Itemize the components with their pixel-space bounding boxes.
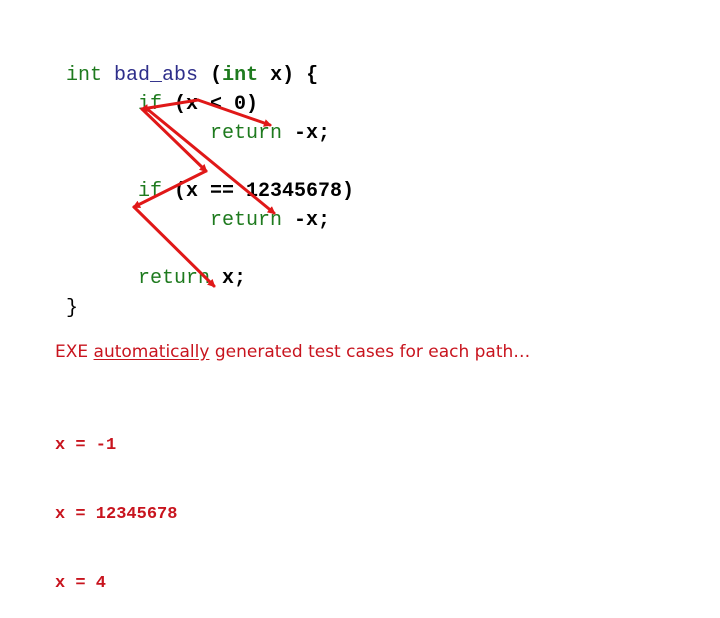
code-line-signature: int bad_abs (int x) { [66,65,318,87]
function-name: bad_abs [114,64,199,87]
return-expr: x; [222,267,247,290]
note-prefix: EXE [55,342,94,362]
code-line-return-neg-1: return -x; [210,123,330,145]
arrow-to-if-1 [140,98,200,112]
close-brace: } [66,297,79,320]
test-case: x = 12345678 [55,505,178,524]
keyword-return: return [210,209,283,232]
code-line-close-brace: } [66,298,78,320]
return-expr: -x; [294,209,331,232]
keyword-int: int [66,64,103,87]
test-generation-note: EXE automatically generated test cases f… [55,342,530,362]
keyword-return: return [138,267,211,290]
code-line-return-neg-2: return -x; [210,210,330,232]
param-rest: x) { [270,64,319,87]
arrow-to-return-1 [196,98,272,127]
note-emphasis: automatically [93,342,210,362]
arrow-to-return-x [132,205,216,288]
arrow-to-if-2 [132,169,208,209]
code-line-if-magic: if (x == 12345678) [138,181,354,203]
execution-path-arrows [132,98,276,288]
test-case: x = -1 [55,436,117,455]
arrow-if1-to-if2 [140,107,208,173]
paren-open: ( [210,64,223,87]
param-type: int [222,64,259,87]
code-line-return-x: return x; [138,268,246,290]
arrow-if1-to-return-2 [144,106,276,215]
condition: (x < 0) [174,93,259,116]
test-case-list: x = -1 x = 12345678 x = 4 [55,388,177,618]
condition: (x == 12345678) [174,180,355,203]
return-expr: -x; [294,122,331,145]
test-case: x = 4 [55,574,107,593]
keyword-return: return [210,122,283,145]
note-suffix: generated test cases for each path… [209,342,531,362]
